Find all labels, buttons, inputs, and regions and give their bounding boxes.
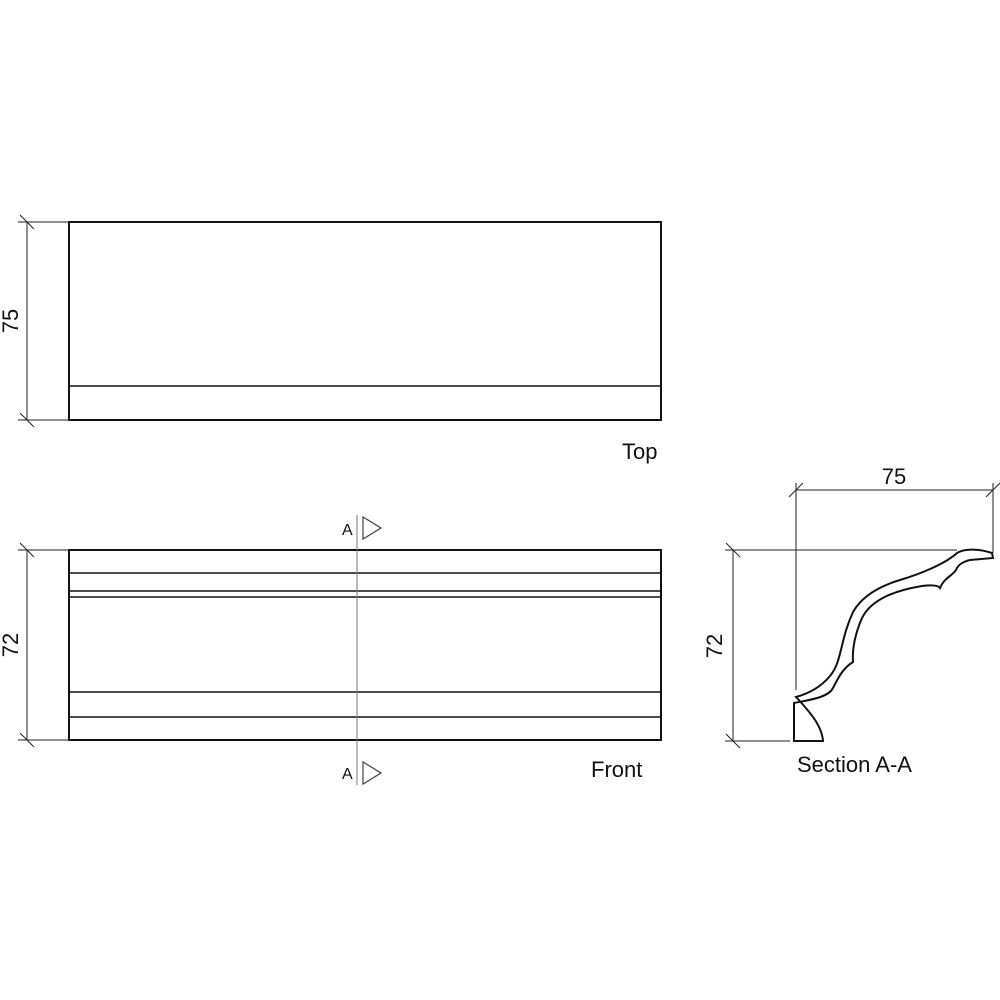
section-dim-tick-top [725, 542, 741, 558]
crown-moulding-profile [793, 548, 995, 742]
front-height-value: 72 [0, 633, 23, 657]
top-view: 75 Top [0, 214, 662, 464]
front-dim-tick-bottom [19, 732, 35, 748]
section-view-label: Section A-A [797, 752, 912, 777]
top-dim-tick-bottom [19, 412, 35, 428]
section-height-dimension: 72 [702, 542, 957, 749]
top-view-label: Top [622, 439, 657, 464]
front-dim-tick-top [19, 542, 35, 558]
front-view-label: Front [591, 757, 642, 782]
front-view: 72 A A Front [0, 515, 662, 786]
cut-label-bottom: A [342, 766, 353, 783]
cut-arrow-bottom-icon [362, 760, 383, 786]
section-projection-dimension: 75 [788, 464, 1000, 690]
section-dim-tick-bottom [725, 733, 741, 749]
top-view-outline [68, 221, 662, 421]
top-depth-dimension: 75 [0, 214, 69, 428]
section-height-value: 72 [702, 634, 727, 658]
cut-label-top: A [342, 522, 353, 539]
section-dim-tick-left [788, 482, 804, 498]
front-view-outline [68, 549, 662, 741]
section-cut-line: A A [342, 515, 383, 786]
section-projection-value: 75 [882, 464, 906, 489]
front-height-dimension: 72 [0, 542, 69, 748]
top-depth-value: 75 [0, 309, 23, 333]
section-dim-tick-right [985, 482, 1000, 498]
section-view: 75 72 Section A-A [702, 464, 1000, 777]
cut-arrow-top-icon [362, 515, 383, 541]
top-dim-tick-top [19, 214, 35, 230]
